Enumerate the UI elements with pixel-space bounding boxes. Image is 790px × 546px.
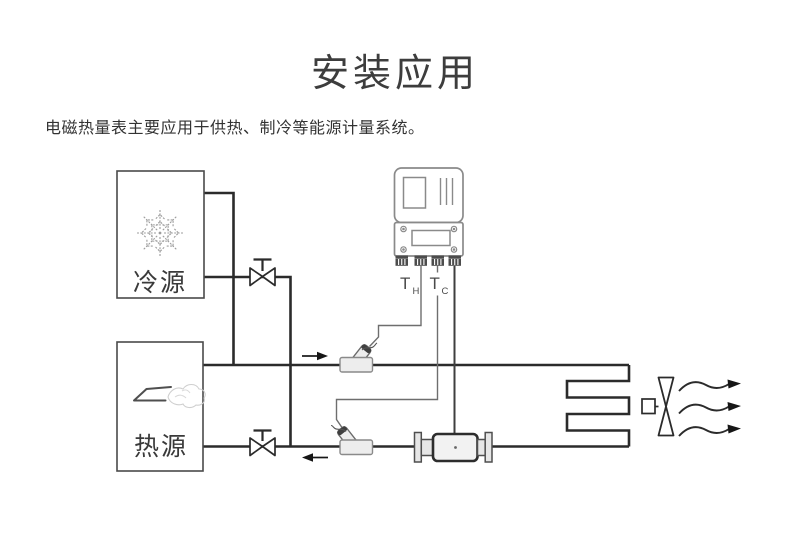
hot-temp-sensor <box>339 342 378 373</box>
cold-supply-pipe <box>203 191 235 365</box>
meter-vents <box>439 178 454 205</box>
heat-valve <box>249 429 276 457</box>
meter-screws <box>400 225 458 253</box>
cold-source-label: 冷源 <box>133 269 187 297</box>
meter-display <box>402 176 427 209</box>
th-symbol: T <box>400 274 410 293</box>
cold-valve <box>249 258 276 287</box>
valve-handle <box>253 429 272 441</box>
heat-source-label: 热源 <box>134 433 188 461</box>
fan-icon <box>641 376 675 437</box>
radiator-coil <box>565 365 631 447</box>
meter-nameplate <box>411 229 451 247</box>
tc-symbol: T <box>430 274 440 293</box>
description: 电磁热量表主要应用于供热、制冷等能源计量系统。 <box>45 120 425 137</box>
heat-meter <box>393 167 464 266</box>
flame-icon <box>133 383 206 409</box>
cable-glands <box>395 255 461 266</box>
th-label: T H <box>400 274 420 297</box>
cold-sensor-wire <box>335 266 439 430</box>
flow-sensor <box>413 431 493 463</box>
return-flow-arrow <box>302 453 328 462</box>
tc-label: T C <box>430 274 449 297</box>
cold-source-box: 冷源 <box>116 170 205 299</box>
cold-temp-sensor <box>330 424 374 456</box>
snowflake-icon <box>136 209 184 257</box>
page-title: 安装应用 <box>310 53 479 95</box>
fan-motor <box>641 398 656 415</box>
cold-return-pipe <box>203 275 292 447</box>
heat-source-box: 热源 <box>116 341 206 472</box>
signal-wires <box>335 266 456 435</box>
valve-handle <box>253 258 272 271</box>
th-subscript: H <box>413 286 420 297</box>
airflow-arrows <box>678 379 741 437</box>
installation-diagram: 冷源 热源 <box>116 167 741 472</box>
supply-flow-arrow <box>302 351 328 361</box>
tc-subscript: C <box>442 286 449 297</box>
hot-sensor-wire <box>368 266 422 347</box>
